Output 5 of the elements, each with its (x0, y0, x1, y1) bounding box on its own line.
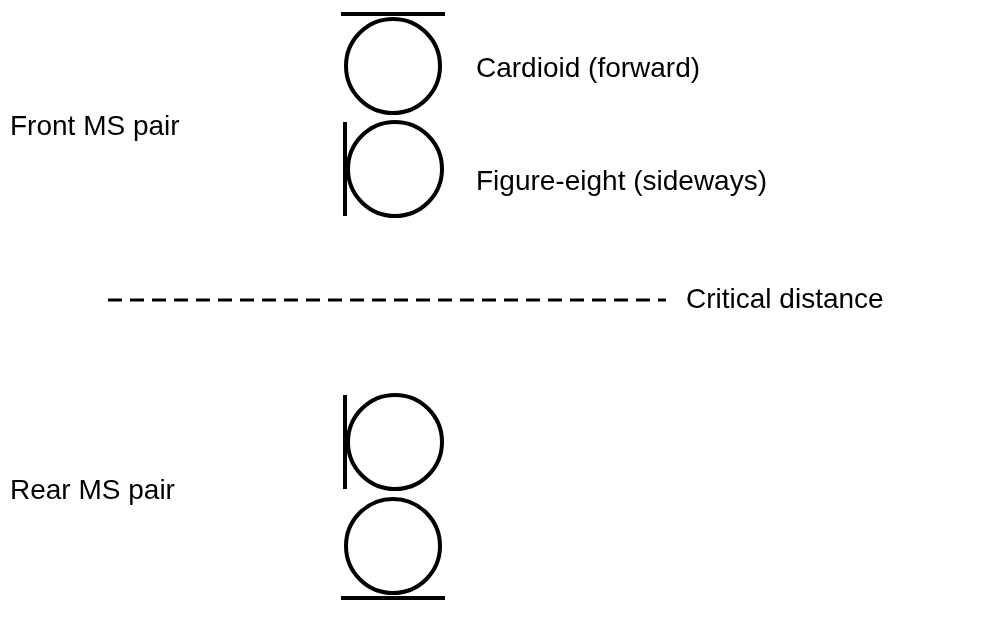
label-text: Figure-eight (sideways) (476, 164, 767, 198)
label-text: Critical distance (686, 282, 884, 316)
label-text: Front MS pair (10, 109, 180, 143)
label-text: Cardioid (forward) (476, 51, 701, 85)
label-text: Rear MS pair (10, 473, 175, 507)
